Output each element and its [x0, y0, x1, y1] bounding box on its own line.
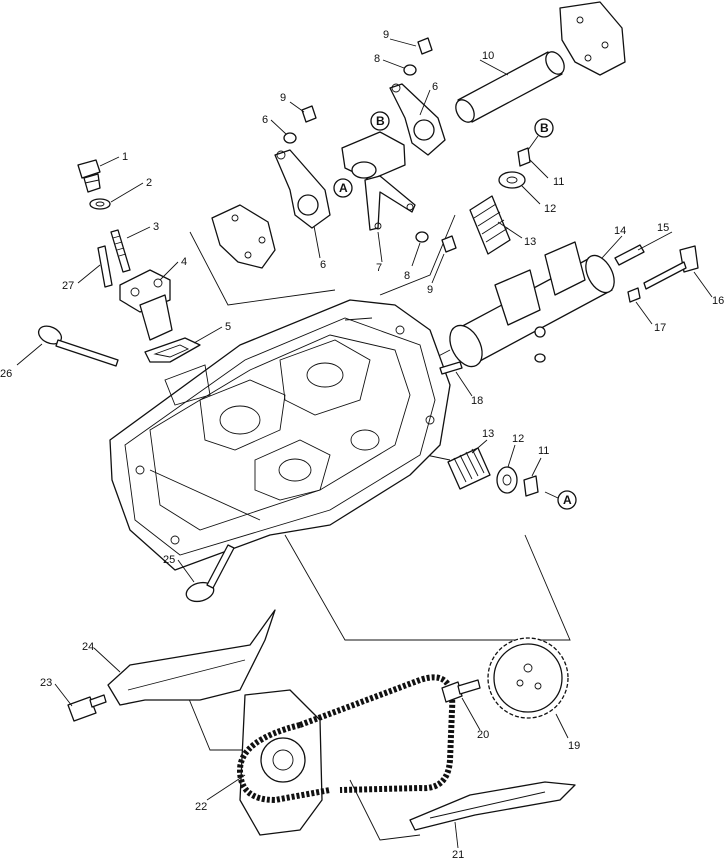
callout-2: 2: [146, 177, 152, 189]
part-rocker-shaft-block: [341, 131, 406, 181]
callout-19: 19: [568, 740, 580, 752]
part-guide-bolt: [67, 694, 107, 722]
callout-9-mid: 9: [280, 92, 286, 104]
part-dowel-pin: [439, 361, 463, 375]
callout-12-upper: 12: [544, 203, 556, 215]
callout-1: 1: [122, 151, 128, 163]
part-tensioner: [119, 269, 173, 341]
part-gasket: [144, 337, 201, 363]
part-washer: [89, 198, 111, 210]
part-valve-spring-lower: [447, 447, 491, 490]
part-retainer-lower: [496, 466, 518, 494]
part-adjuster-nuts: [283, 37, 457, 253]
leader-lines: [16, 38, 713, 849]
cylinder-head: [109, 299, 451, 571]
ref-marker-a-top: A: [339, 181, 348, 195]
part-timing-chain: [236, 674, 456, 804]
part-studs: [97, 229, 131, 288]
part-crank-sprocket: [239, 689, 323, 836]
ref-marker-b-top: B: [376, 114, 385, 128]
callout-5: 5: [225, 321, 231, 333]
part-cam-sprocket: [487, 637, 569, 719]
callout-8-top: 8: [374, 53, 380, 65]
callout-6-mid: 6: [262, 114, 268, 126]
rocker-cover-bracket: [559, 1, 626, 76]
part-exhaust-valve: [37, 325, 119, 367]
callout-11-upper: 11: [553, 176, 564, 188]
callout-22: 22: [195, 801, 207, 813]
callout-20: 20: [477, 729, 489, 741]
part-intake-valve: [185, 544, 235, 603]
part-tensioner-guide: [409, 781, 576, 831]
callout-24: 24: [82, 641, 94, 653]
part-valve-spring-upper: [469, 195, 511, 255]
callout-12-lower: 12: [512, 433, 524, 445]
part-valve-keepers-upper: [498, 147, 531, 189]
callout-17: 17: [654, 322, 666, 334]
callout-16: 16: [712, 295, 724, 307]
callout-23: 23: [40, 677, 52, 689]
part-rocker-arm-left: [274, 149, 331, 229]
part-decompressor-lever: [643, 245, 699, 290]
part-camshaft: [449, 241, 615, 368]
callout-18: 18: [471, 395, 483, 407]
part-keepers-lower: [523, 475, 539, 497]
callout-3: 3: [153, 221, 159, 233]
rocker-support-bracket: [211, 204, 276, 269]
callout-26: 26: [0, 368, 12, 380]
part-rocker-arm-top: [389, 83, 446, 156]
part-sprocket-bolt: [441, 679, 481, 703]
callout-25: 25: [163, 554, 175, 566]
ref-marker-a-bottom: A: [563, 493, 572, 507]
callout-9-top: 9: [383, 29, 389, 41]
callout-labels: 1 2 3 4 5 27 26 25 6 6 6 8 9 9 7 8 9 10 …: [0, 29, 724, 860]
callout-6-left: 6: [320, 259, 326, 271]
callout-13-lower: 13: [482, 428, 494, 440]
callout-8-low: 8: [404, 270, 410, 282]
part-chain-guide: [107, 609, 276, 706]
part-rocker-arm-lower: [364, 175, 416, 231]
ref-marker-b-right: B: [540, 121, 549, 135]
callout-21: 21: [452, 849, 464, 860]
callout-14: 14: [614, 225, 626, 237]
callout-27: 27: [62, 280, 74, 292]
callout-6-top: 6: [432, 81, 438, 93]
part-decompressor-pin: [614, 244, 645, 266]
callout-11-lower: 11: [538, 445, 549, 457]
callout-15: 15: [657, 222, 669, 234]
callout-9-low: 9: [427, 284, 433, 296]
part-plug: [77, 159, 101, 193]
callout-7: 7: [376, 262, 382, 274]
callout-13-upper: 13: [524, 236, 536, 248]
callout-4: 4: [181, 256, 187, 268]
part-rocker-shaft: [455, 51, 565, 123]
reference-markers: A A B B: [333, 111, 577, 510]
part-spring-small: [627, 287, 641, 303]
callout-10: 10: [482, 50, 494, 62]
